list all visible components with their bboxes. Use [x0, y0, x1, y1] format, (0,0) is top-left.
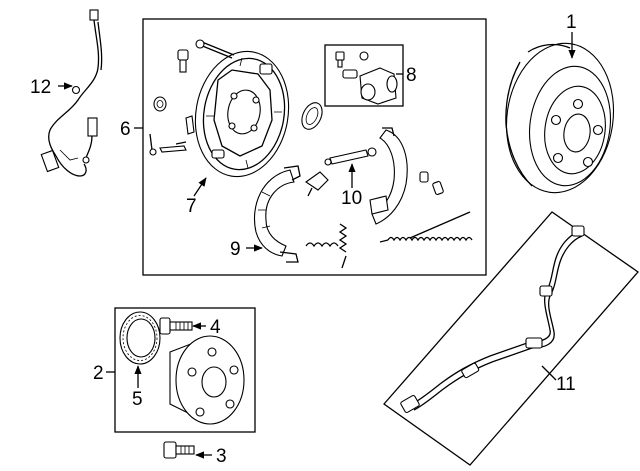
- return-springs-part: [305, 211, 473, 269]
- callout-6: 6: [120, 119, 131, 140]
- callout-10: 10: [341, 188, 362, 209]
- backing-plate-group-box: [142, 18, 487, 276]
- backing-plate-part: [194, 50, 290, 178]
- brake-line-part: [400, 225, 585, 414]
- leader-lines: [58, 32, 576, 459]
- callout-3: 3: [216, 446, 227, 467]
- backing-plate-hardware: [149, 39, 323, 156]
- tone-ring-part: [119, 311, 161, 365]
- wheel-cylinder-group-box: [324, 44, 404, 107]
- brake-shoe-left-part: [253, 165, 301, 263]
- callout-9: 9: [230, 239, 241, 260]
- hub-mount-bolt-part: [163, 441, 195, 459]
- leader-7: [193, 177, 207, 197]
- adjuster-part: [305, 147, 377, 197]
- callout-2: 2: [93, 363, 104, 384]
- callout-1: 1: [566, 12, 577, 33]
- leader-11: [541, 365, 557, 381]
- brake-line-group-box: [383, 211, 639, 466]
- hub-group-box: [114, 307, 256, 433]
- wheel-speed-sensor-part: [40, 9, 103, 177]
- callout-8: 8: [406, 65, 417, 86]
- hub-bearing-part: [169, 335, 245, 425]
- callout-5: 5: [132, 389, 143, 410]
- brake-drum-part: [505, 42, 615, 194]
- callout-11: 11: [556, 374, 576, 395]
- callout-7: 7: [186, 196, 197, 217]
- callout-4: 4: [210, 317, 221, 338]
- brake-shoe-right-part: [369, 127, 444, 225]
- wheel-cylinder-part: [335, 51, 398, 105]
- callout-12: 12: [30, 77, 51, 98]
- hub-bolt-part: [159, 317, 193, 335]
